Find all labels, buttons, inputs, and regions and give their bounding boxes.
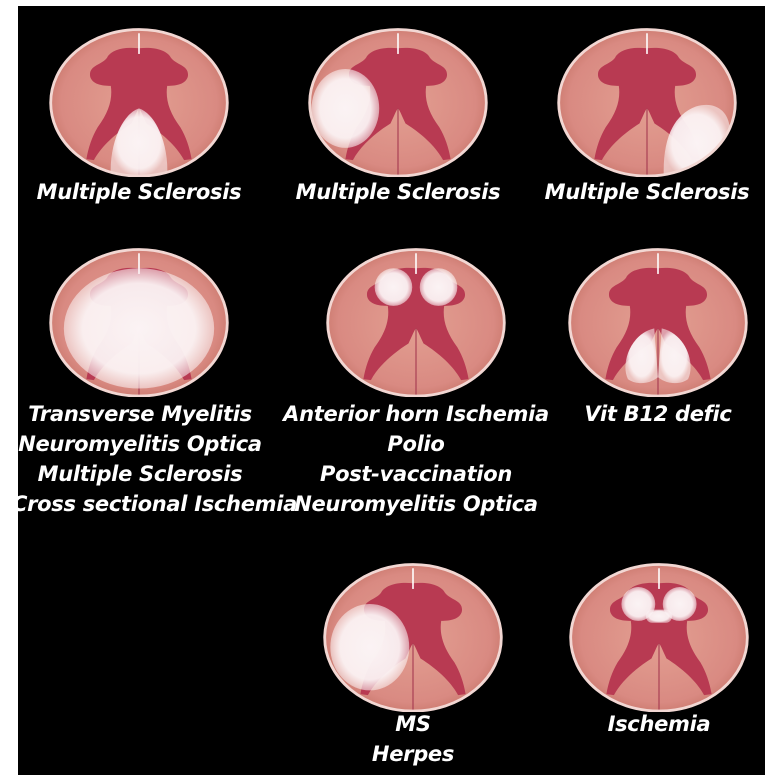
cord-diagram-1 xyxy=(44,22,234,177)
cord-diagram-8 xyxy=(564,557,754,712)
diagram-5-label-line-4: Neuromyelitis Optica xyxy=(283,489,549,519)
diagram-2-label: Multiple Sclerosis xyxy=(273,177,523,207)
diagram-4-label-line-1: Transverse Myelitis xyxy=(18,399,268,429)
diagram-6-label: Vit B12 defic xyxy=(558,399,758,429)
diagram-8-label-line-1: Ischemia xyxy=(584,709,734,739)
diagram-4-label-line-4: Cross sectional Ischemia xyxy=(18,489,268,519)
diagram-1-label: Multiple Sclerosis xyxy=(18,177,264,207)
diagram-1-label-line-1: Multiple Sclerosis xyxy=(18,177,264,207)
cord-diagram-4 xyxy=(44,242,234,397)
diagram-8-label: Ischemia xyxy=(584,709,734,739)
cord-diagram-3 xyxy=(552,22,742,177)
diagram-7-label: MS Herpes xyxy=(338,709,488,769)
diagram-4-label-line-2: Neuromyelitis Optica xyxy=(18,429,268,459)
diagram-2-label-line-1: Multiple Sclerosis xyxy=(273,177,523,207)
figure-panel: Multiple Sclerosis Multiple Sclerosis Mu… xyxy=(18,6,765,775)
diagram-6-label-line-1: Vit B12 defic xyxy=(558,399,758,429)
diagram-3-label: Multiple Sclerosis xyxy=(522,177,765,207)
cord-diagram-7 xyxy=(318,557,508,712)
diagram-5-label-line-2: Polio xyxy=(283,429,549,459)
diagram-5-label-line-1: Anterior horn Ischemia xyxy=(283,399,549,429)
diagram-7-label-line-2: Herpes xyxy=(338,739,488,769)
cord-diagram-5 xyxy=(321,242,511,397)
diagram-5-label-line-3: Post-vaccination xyxy=(283,459,549,489)
diagram-4-label-line-3: Multiple Sclerosis xyxy=(18,459,268,489)
diagram-3-label-line-1: Multiple Sclerosis xyxy=(522,177,765,207)
diagram-7-label-line-1: MS xyxy=(338,709,488,739)
cord-diagram-6 xyxy=(563,242,753,397)
cord-diagram-2 xyxy=(303,22,493,177)
diagram-5-label: Anterior horn Ischemia Polio Post-vaccin… xyxy=(283,399,549,519)
diagram-4-label: Transverse Myelitis Neuromyelitis Optica… xyxy=(18,399,268,519)
